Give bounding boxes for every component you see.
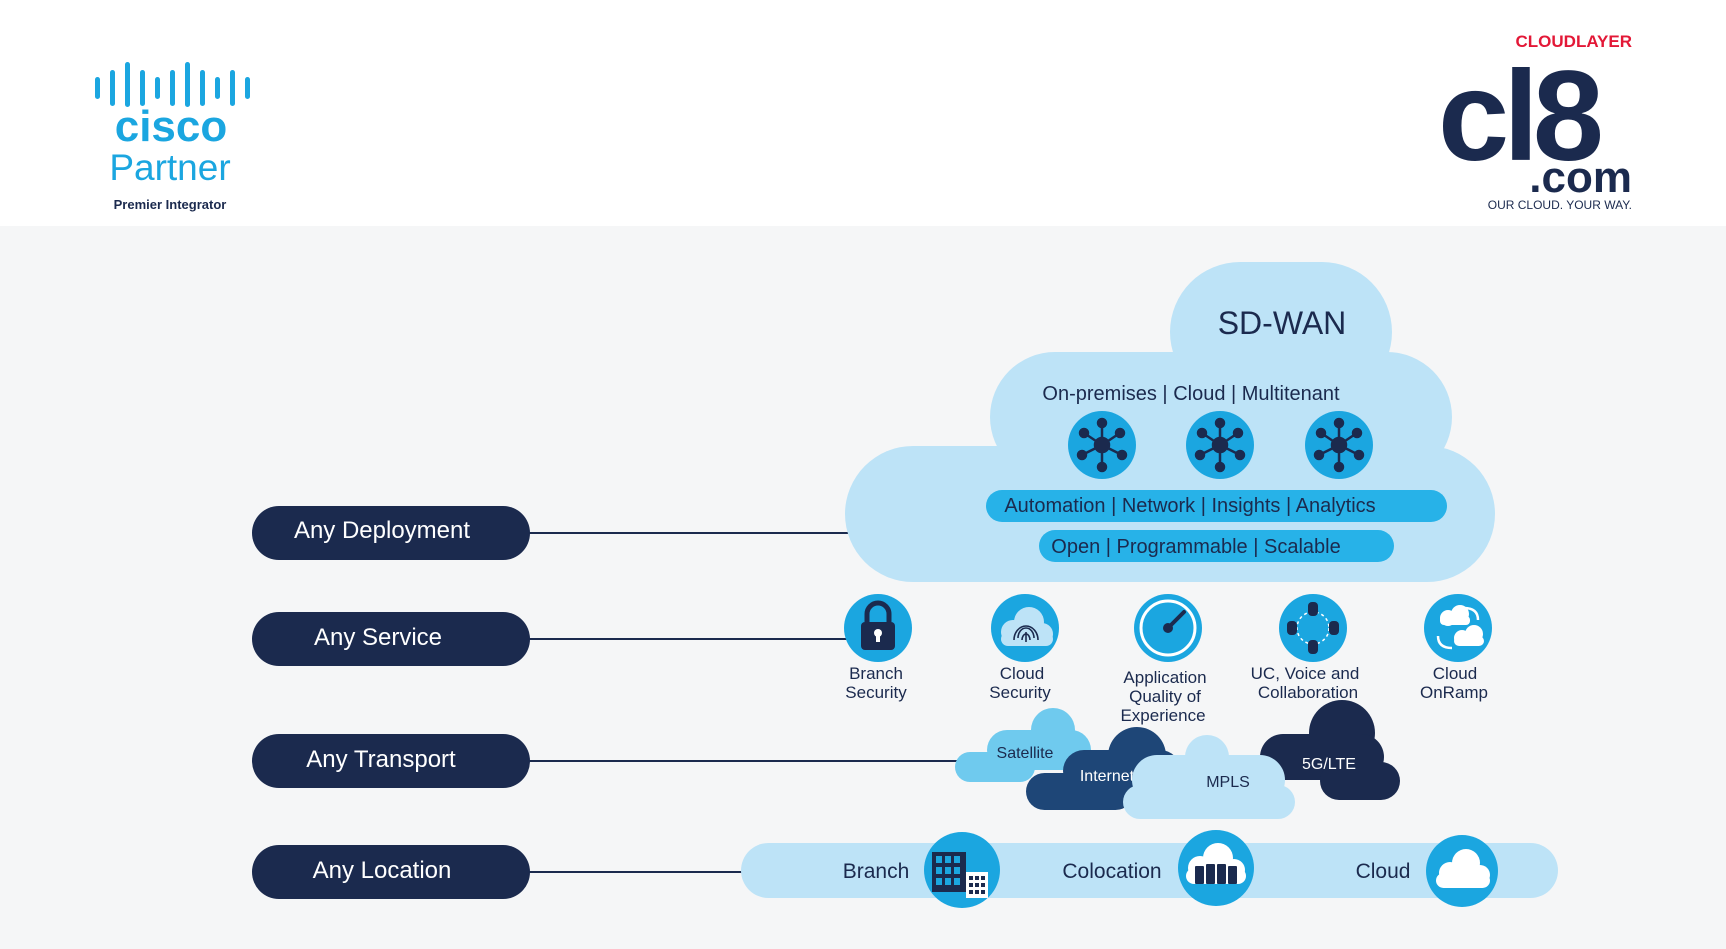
- building-icon: [924, 832, 1000, 908]
- service-label-line: Collaboration: [1258, 683, 1358, 702]
- datacenter-cloud-icon: [1178, 830, 1254, 906]
- service-application-qoe: Application Quality of Experience: [1120, 594, 1207, 725]
- cl8-tagline: OUR CLOUD. YOUR WAY.: [1488, 198, 1632, 212]
- service-cloud-security: Cloud Security: [989, 594, 1059, 702]
- network-hub-icon: [1186, 411, 1254, 479]
- service-label-line: Application: [1123, 668, 1206, 687]
- sdwan-subtitle: On-premises | Cloud | Multitenant: [1042, 383, 1340, 405]
- row-label-service: Any Service: [314, 624, 442, 651]
- service-uc-voice-collaboration: UC, Voice and Collaboration: [1251, 594, 1360, 702]
- transport-mpls: MPLS: [1123, 735, 1295, 819]
- sdwan-cloud: SD-WAN On-premises | Cloud | Multitenant: [845, 262, 1495, 582]
- transport-label: Satellite: [997, 745, 1054, 762]
- service-branch-security: Branch Security: [844, 594, 912, 702]
- cl8-logo: CLOUDLAYER cl8 .com OUR CLOUD. YOUR WAY.: [1438, 32, 1632, 212]
- service-label-line: Experience: [1120, 706, 1205, 725]
- location-label-cloud: Cloud: [1356, 860, 1411, 883]
- row-pill-transport: Any Transport: [252, 734, 530, 788]
- sdwan-nodes: [1068, 411, 1373, 479]
- row-pill-location: Any Location: [252, 845, 530, 899]
- transport-5g-lte: 5G/LTE: [1260, 700, 1400, 800]
- transport-satellite: Satellite: [955, 708, 1091, 782]
- service-cloud-onramp: Cloud OnRamp: [1420, 594, 1492, 702]
- cl8-wordmark: cl8: [1438, 45, 1601, 188]
- transport-label: 5G/LTE: [1302, 756, 1356, 773]
- row-pill-service: Any Service: [252, 612, 530, 666]
- locations: Branch Colocation: [741, 830, 1558, 908]
- service-label-line: Cloud: [1000, 664, 1044, 683]
- row-label-deployment: Any Deployment: [294, 517, 470, 544]
- diagram-canvas: [0, 226, 1726, 949]
- service-label-line: Security: [989, 683, 1051, 702]
- location-label-branch: Branch: [843, 860, 910, 883]
- network-hub-icon: [1305, 411, 1373, 479]
- sdwan-bar-capabilities: Automation | Network | Insights | Analyt…: [986, 490, 1447, 522]
- location-label-colocation: Colocation: [1062, 860, 1161, 883]
- service-label-line: OnRamp: [1420, 683, 1488, 702]
- cisco-partner-tier: Premier Integrator: [114, 197, 227, 212]
- cloud-onramp-icon: [1424, 594, 1492, 662]
- fingerprint-cloud-icon: [991, 594, 1059, 662]
- cisco-wordmark: cisco: [115, 102, 228, 151]
- cisco-partner-text: Partner: [109, 147, 230, 188]
- header: [0, 0, 1726, 226]
- transport-label: MPLS: [1206, 774, 1250, 791]
- connector-lines: [528, 532, 960, 873]
- row-labels: Any Deployment Any Service Any Transport…: [252, 506, 530, 899]
- service-label-line: Security: [845, 683, 907, 702]
- row-label-location: Any Location: [313, 857, 452, 884]
- gauge-icon: [1134, 594, 1202, 662]
- cisco-partner-logo: cisco Partner Premier Integrator: [95, 62, 250, 212]
- network-hub-icon: [1068, 411, 1136, 479]
- sdwan-title: SD-WAN: [1218, 305, 1347, 341]
- cisco-bars-icon: [95, 62, 250, 107]
- cloud-icon: [1426, 835, 1498, 907]
- row-pill-deployment: Any Deployment: [252, 506, 530, 560]
- service-label-line: Cloud: [1433, 664, 1477, 683]
- transport-label: Internet: [1080, 768, 1135, 785]
- people-network-icon: [1279, 594, 1347, 662]
- sdwan-bar-attributes: Open | Programmable | Scalable: [1039, 530, 1394, 562]
- service-label-line: UC, Voice and: [1251, 664, 1360, 683]
- sdwan-attributes-text: Open | Programmable | Scalable: [1051, 536, 1340, 558]
- cl8-domain: .com: [1529, 153, 1632, 202]
- service-label-line: Branch: [849, 664, 903, 683]
- row-label-transport: Any Transport: [306, 746, 456, 773]
- cl8-eyebrow: CLOUDLAYER: [1516, 32, 1633, 51]
- service-label-line: Quality of: [1129, 687, 1201, 706]
- sdwan-capabilities-text: Automation | Network | Insights | Analyt…: [1004, 495, 1375, 517]
- padlock-icon: [844, 594, 912, 662]
- services: Branch Security Cloud Security: [844, 594, 1492, 725]
- transports: 5G/LTE Satellite Internet MPLS: [955, 700, 1400, 819]
